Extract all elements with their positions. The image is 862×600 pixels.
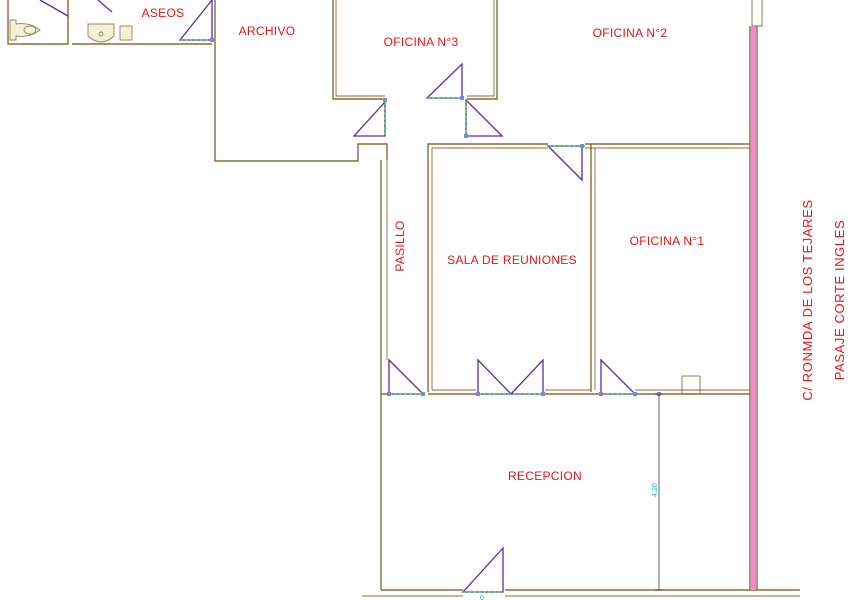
toilet-seat-icon <box>23 25 37 35</box>
aseos-fixtures <box>9 19 133 43</box>
oficina-3-wall <box>332 0 498 100</box>
entrance-marker: 0 <box>480 595 484 600</box>
door-aseos-inner <box>39 0 113 17</box>
archivo-wall <box>214 0 388 162</box>
door-hinges <box>210 38 661 396</box>
door-sala-reuniones-left <box>477 358 513 395</box>
room-label-oficina-2: OFICINA N°2 <box>593 26 668 40</box>
door-sala-reuniones-top <box>546 145 583 182</box>
aseos-wall <box>7 0 69 45</box>
door-pasillo-archivo <box>352 100 386 137</box>
walls <box>7 0 800 597</box>
oficina-2-wall <box>751 0 763 27</box>
street-label-ronda: C/ RONMDA DE LOS TEJARES <box>800 199 815 400</box>
room-label-pasillo: PASILLO <box>393 220 407 271</box>
sala-reuniones-inner-wall <box>431 147 750 390</box>
pillar <box>681 375 701 395</box>
door-aseos <box>178 0 213 41</box>
room-label-oficina-1: OFICINA N°1 <box>630 234 705 248</box>
door-oficina-3 <box>425 62 463 99</box>
door-pasillo-lower <box>388 358 425 395</box>
door-oficina-1 <box>600 358 637 395</box>
facade-strip <box>751 26 756 590</box>
door-entrance <box>461 546 504 593</box>
dimension-value: 4.20 <box>652 483 659 497</box>
dimension-height: 4.20 <box>652 393 663 591</box>
doors <box>39 0 637 593</box>
room-label-oficina-3: OFICINA N°3 <box>384 35 459 49</box>
facade-wall <box>749 26 758 590</box>
sink-drain-icon <box>98 31 104 37</box>
room-label-archivo: ARCHIVO <box>239 24 296 38</box>
room-label-aseos: ASEOS <box>142 6 185 20</box>
room-label-sala-reuniones: SALA DE REUNIONES <box>447 253 577 267</box>
sala-reuniones-wall <box>427 143 750 392</box>
room-label-recepcion: RECEPCION <box>508 469 582 483</box>
door-sills <box>180 39 635 593</box>
street-labels: C/ RONMDA DE LOS TEJARES PASAJE CORTE IN… <box>800 199 847 400</box>
door-oficina-2 <box>465 98 504 137</box>
room-labels: ASEOS ARCHIVO OFICINA N°3 OFICINA N°2 PA… <box>142 6 705 483</box>
oficina-3-inner-wall <box>335 0 495 97</box>
door-sala-reuniones-right <box>509 358 544 395</box>
street-label-pasaje: PASAJE CORTE INGLES <box>832 220 847 380</box>
sink-counter-icon <box>119 25 133 41</box>
